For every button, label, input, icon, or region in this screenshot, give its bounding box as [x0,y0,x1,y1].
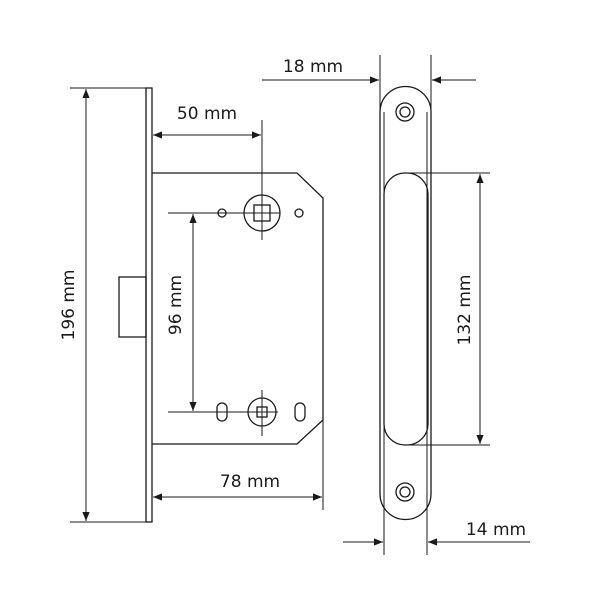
dim-faceplate-label: 18 mm [283,57,343,77]
faceplate-outline [379,85,432,521]
dim-strike-height-label: 132 mm [455,275,475,346]
dim-spindle-label: 96 mm [166,275,186,335]
faceplate-front-view: 18 mm 132 mm 14 mm [262,55,530,555]
dim-depth-label: 78 mm [220,472,280,492]
top-spindle-hole [168,120,304,240]
faceplate [145,87,153,523]
top-screw-hole [395,102,415,122]
dim-strike-width-label: 14 mm [466,520,526,540]
lock-case [152,172,324,445]
latch-slot [383,172,429,446]
latch-bolt [118,276,147,338]
bottom-spindle-hole [168,390,306,436]
bottom-screw-hole [395,482,415,502]
lock-side-view: 196 mm 50 mm 96 mm 78 mm [59,87,324,523]
dim-backset-label: 50 mm [177,104,237,124]
dim-height-label: 196 mm [59,270,79,341]
